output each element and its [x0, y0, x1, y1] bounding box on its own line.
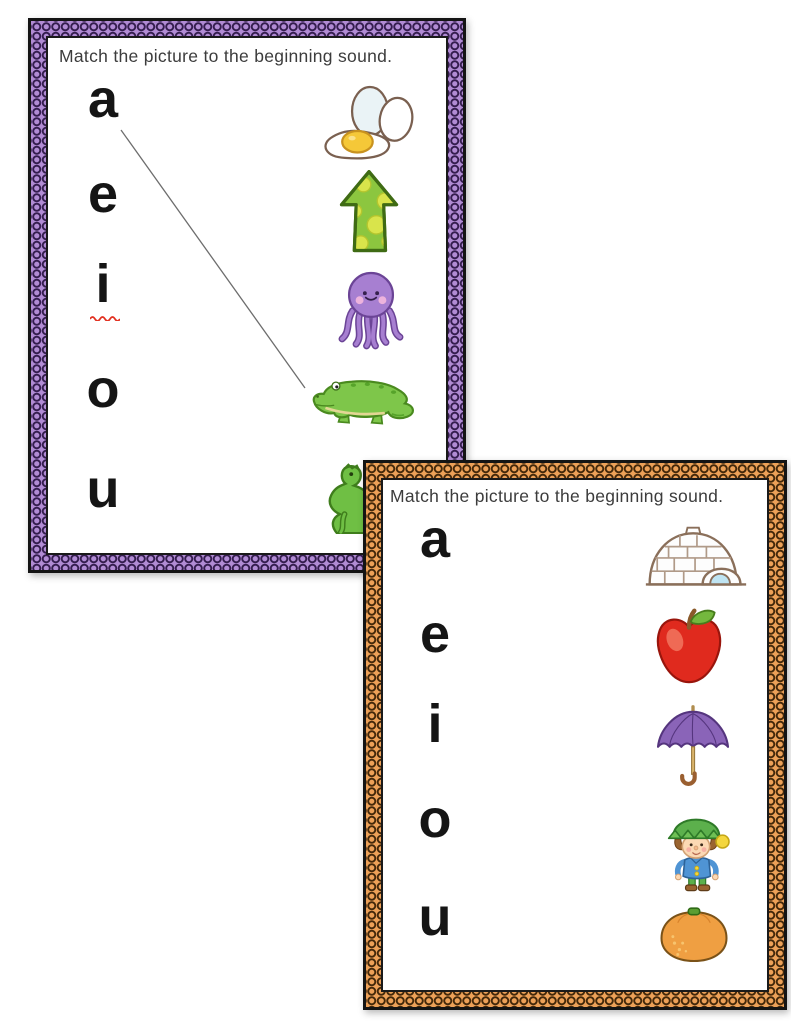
up-arrow-icon[interactable]	[336, 166, 402, 258]
elf-icon[interactable]	[659, 798, 733, 898]
letter-e[interactable]: e	[87, 164, 119, 224]
umbrella-icon[interactable]	[653, 704, 733, 788]
letter-o[interactable]: o	[418, 789, 452, 849]
worksheet-title: Match the picture to the beginning sound…	[59, 46, 393, 66]
apple-icon[interactable]	[651, 606, 727, 688]
letter-i[interactable]: i	[427, 694, 443, 754]
worksheet-orange: Match the picture to the beginning sound…	[363, 460, 787, 1010]
letter-o[interactable]: o	[86, 359, 120, 419]
letter-i[interactable]: i	[95, 254, 111, 314]
letter-u[interactable]: u	[86, 459, 120, 519]
alligator-icon[interactable]	[308, 374, 418, 426]
worksheet-title: Match the picture to the beginning sound…	[390, 486, 724, 506]
letter-a[interactable]: a	[87, 69, 119, 129]
letter-u[interactable]: u	[418, 887, 452, 947]
igloo-icon[interactable]	[641, 522, 751, 592]
orange-icon[interactable]	[655, 904, 733, 966]
letter-a[interactable]: a	[419, 509, 451, 569]
spellcheck-squiggle	[90, 315, 120, 321]
letter-e[interactable]: e	[419, 604, 451, 664]
eggs-icon[interactable]	[318, 80, 422, 164]
octopus-icon[interactable]	[328, 264, 414, 354]
